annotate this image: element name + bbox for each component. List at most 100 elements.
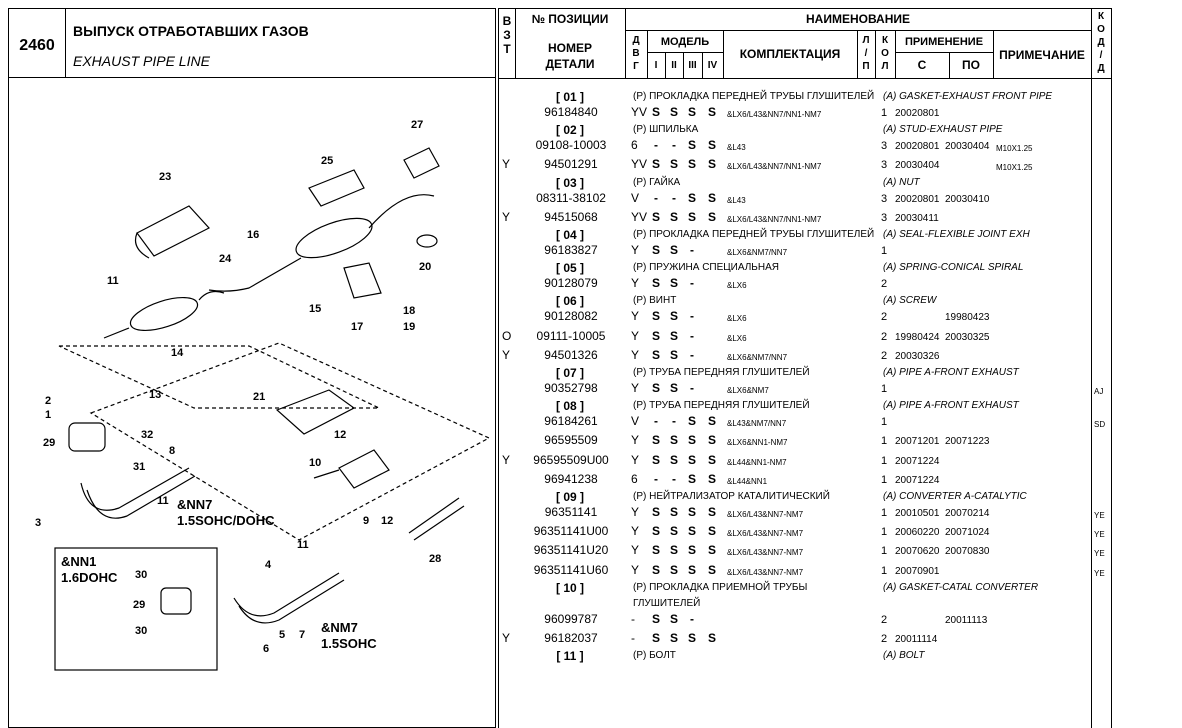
name-en: (A) CONVERTER A-CATALYTIC [883, 491, 1027, 502]
callout-nm7-engine: 1.5SOHC [321, 636, 377, 651]
diagram-label: 5 [279, 629, 285, 641]
kod: YE [1094, 511, 1105, 520]
quantity: 3 [881, 211, 888, 224]
model-mark: S [707, 631, 716, 645]
parts-table: В З Т № ПОЗИЦИИ НОМЕР ДЕТАЛИ НАИМЕНОВАНИ… [498, 8, 1112, 728]
model-mark: S [687, 631, 696, 645]
part-number: 94501326 [544, 347, 598, 362]
header-naimenovanie: НАИМЕНОВАНИЕ [806, 12, 910, 26]
engine-code: Y [631, 243, 640, 257]
name-ru: (P) ПРОКЛАДКА ПРИЕМНОЙ ТРУБЫ [633, 581, 808, 593]
date-from: 20020801 [895, 193, 940, 205]
diagram-label: 30 [135, 569, 147, 581]
date-to: 20071223 [945, 436, 990, 448]
model-mark: - [654, 138, 658, 153]
model-mark: S [687, 524, 696, 539]
date-from: 20071201 [895, 436, 940, 448]
model-mark: S [669, 328, 678, 343]
part-number: 96351141U00 [533, 524, 609, 539]
komplektatsiya: &LX6/L43&NN7/NN1-NM7 [727, 110, 822, 119]
name-en: (A) GASKET-EXHAUST FRONT PIPE [883, 91, 1053, 102]
position-number: [ 09 ] [555, 490, 584, 504]
diagram-label: 12 [381, 515, 393, 527]
model-mark: S [707, 209, 716, 224]
header-komplektatsiya: КОМПЛЕКТАЦИЯ [739, 47, 841, 61]
model-mark: S [669, 309, 678, 324]
model-mark: S [669, 452, 678, 467]
header-kod: К О Д / Д [1097, 11, 1105, 74]
header-kol: К О Л [881, 35, 889, 72]
position-number: [ 08 ] [555, 399, 584, 414]
diagram-label: 7 [299, 629, 305, 641]
quantity: 2 [881, 633, 888, 645]
quantity: 1 [881, 526, 888, 539]
header-primechanie: ПРИМЕЧАНИЕ [999, 48, 1085, 62]
model-mark: S [651, 562, 660, 577]
position-number: [ 03 ] [555, 175, 584, 190]
model-mark: S [651, 611, 660, 626]
engine-code: Y [631, 524, 640, 539]
name-ru: (P) ПРОКЛАДКА ПЕРЕДНЕЙ ТРУБЫ ГЛУШИТЕЛЕЙ [633, 91, 875, 102]
diagram-label: 27 [411, 119, 423, 131]
date-to: 20071024 [945, 527, 990, 539]
date-from: 20030411 [895, 212, 939, 224]
model-mark: S [687, 471, 696, 486]
callout-nn7-code: &NN7 [177, 497, 212, 512]
engine-code: V [631, 190, 640, 205]
quantity: 2 [881, 349, 888, 362]
kod: YE [1094, 568, 1105, 578]
header-model-2: II [671, 60, 677, 71]
date-from: 20060220 [895, 527, 940, 539]
komplektatsiya: &L43&NM7/NN7 [727, 419, 787, 429]
date-from: 20071224 [895, 455, 940, 467]
model-mark: S [651, 505, 660, 519]
model-mark: S [669, 631, 678, 645]
date-from: 20020801 [895, 141, 940, 153]
position-number: [ 02 ] [555, 123, 584, 138]
name-ru: (P) ТРУБА ПЕРЕДНЯЯ ГЛУШИТЕЛЕЙ [633, 367, 810, 378]
model-mark: S [651, 524, 660, 539]
quantity: 1 [881, 545, 888, 558]
quantity: 1 [881, 507, 888, 519]
diagram-label: 23 [159, 171, 171, 183]
part-number: 09111-10005 [536, 328, 606, 343]
part-number: 90128079 [544, 276, 598, 291]
date-to: 20030410 [945, 193, 990, 205]
diagram-label: 32 [141, 429, 153, 441]
part-number: 90352798 [544, 381, 598, 395]
position-number: [ 10 ] [555, 580, 584, 595]
date-from: 20070901 [895, 565, 940, 577]
model-mark: S [687, 543, 696, 558]
quantity: 3 [881, 192, 888, 205]
date-from: 20030326 [895, 350, 940, 362]
name-ru: (P) ПРОКЛАДКА ПЕРЕДНЕЙ ТРУБЫ ГЛУШИТЕЛЕЙ [633, 229, 875, 240]
name-ru: (P) ШПИЛЬКА [633, 124, 699, 136]
diagram-label: 24 [219, 253, 232, 265]
kod: YE [1094, 530, 1105, 540]
diagram-label: 20 [419, 261, 431, 273]
model-mark: S [707, 433, 716, 448]
date-to: 20030404 [945, 141, 990, 153]
engine-code: Y [631, 452, 640, 467]
name-en: (A) STUD-EXHAUST PIPE [883, 124, 1003, 136]
model-mark: S [651, 157, 660, 172]
diagram-label: 11 [107, 275, 119, 287]
model-mark: S [687, 157, 696, 172]
model-mark: - [690, 309, 694, 324]
date-to: 19980423 [945, 312, 990, 324]
engine-code: Y [631, 276, 640, 291]
name-ru: (P) ТРУБА ПЕРЕДНЯЯ ГЛУШИТЕЛЕЙ [633, 400, 810, 412]
model-mark: S [669, 276, 678, 291]
quantity: 2 [881, 330, 888, 343]
diagram-label: 15 [309, 303, 321, 315]
exhaust-diagram-svg: 27 25 23 16 24 20 11 15 17 18 19 14 13 2… [35, 119, 491, 671]
change-flag: Y [502, 347, 511, 362]
part-number: 96351141 [544, 505, 598, 519]
name-ru: (P) НЕЙТРАЛИЗАТОР КАТАЛИТИЧЕСКИЙ [633, 491, 830, 502]
note: M10X1.25 [996, 144, 1033, 154]
name-en: (A) SCREW [883, 295, 937, 307]
diagram-label: 8 [169, 445, 175, 457]
part-number: 09108-10003 [535, 138, 607, 153]
header-from: С [917, 58, 927, 72]
model-mark: S [687, 105, 696, 119]
